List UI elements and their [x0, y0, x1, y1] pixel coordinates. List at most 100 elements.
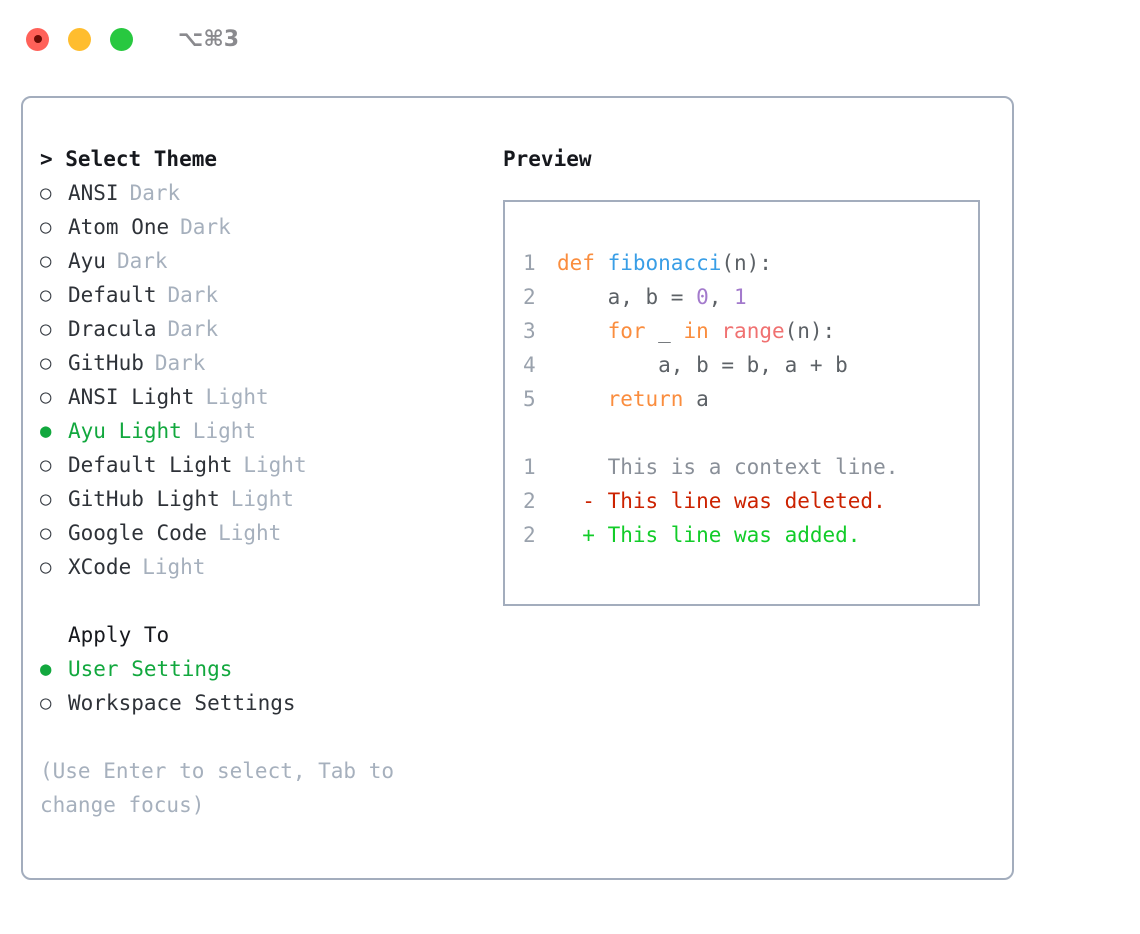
- theme-option-label: Ayu Light: [68, 419, 182, 443]
- apply-to-header: Apply To: [68, 623, 170, 647]
- code-preview-panel: 1 def fibonacci(n): 2 a, b = 0, 1 3 for _ i…: [503, 200, 980, 606]
- code-token: return: [607, 387, 684, 411]
- radio-unselected-icon: ○: [40, 352, 52, 374]
- theme-option-github-light[interactable]: ○ GitHub Light Light: [40, 482, 493, 516]
- minimize-button[interactable]: [68, 27, 91, 51]
- theme-variant-badge: Dark: [129, 181, 181, 205]
- code-token: ,: [708, 285, 735, 309]
- code-token: 1: [734, 285, 747, 309]
- apply-to-option-user-settings[interactable]: ● User Settings: [40, 652, 493, 686]
- code-token: range: [721, 319, 785, 343]
- code-text: a, b = b, a + b: [557, 348, 848, 382]
- close-button[interactable]: [26, 27, 49, 51]
- radio-unselected-icon: ○: [40, 250, 52, 272]
- radio-selected-icon: ●: [40, 420, 52, 442]
- code-token: a: [683, 387, 709, 411]
- theme-option-ayu-light[interactable]: ● Ayu Light Light: [40, 414, 493, 448]
- diff-line-add: 2 + This line was added.: [523, 518, 978, 552]
- radio-unselected-icon: ○: [40, 454, 52, 476]
- theme-option-ansi[interactable]: ○ ANSI Dark: [40, 176, 493, 210]
- code-token: [557, 387, 608, 411]
- radio-unselected-icon: ○: [40, 522, 52, 544]
- radio-unselected-icon: ○: [40, 556, 52, 578]
- theme-option-label: XCode: [68, 555, 132, 579]
- theme-option-label: Ayu: [68, 249, 106, 273]
- preview-title: Preview: [503, 147, 592, 171]
- theme-variant-badge: Light: [230, 487, 294, 511]
- theme-option-label: Default Light: [68, 453, 233, 477]
- theme-variant-badge: Dark: [167, 317, 219, 341]
- theme-variant-badge: Light: [218, 521, 282, 545]
- code-text: a, b = 0, 1: [557, 280, 747, 314]
- theme-variant-badge: Dark: [116, 249, 168, 273]
- code-token: fibonacci: [607, 251, 722, 275]
- theme-option-atom-one[interactable]: ○ Atom One Dark: [40, 210, 493, 244]
- radio-selected-icon: ●: [40, 658, 52, 680]
- code-text: def fibonacci(n):: [557, 246, 772, 280]
- radio-unselected-icon: ○: [40, 386, 52, 408]
- diff-block: 1 This is a context line.2 - This line w…: [523, 450, 978, 552]
- theme-variant-badge: Dark: [180, 215, 231, 239]
- recording-dot-icon: [33, 35, 42, 43]
- code-token: [557, 319, 608, 343]
- code-line: 1 def fibonacci(n):: [523, 246, 978, 280]
- code-line: 5 return a: [523, 382, 978, 416]
- title-bar: ⌥⌘3: [0, 0, 1140, 78]
- line-number: 2: [523, 489, 536, 513]
- theme-option-label: ANSI Light: [68, 385, 195, 409]
- maximize-button[interactable]: [110, 27, 133, 51]
- diff-text: - This line was deleted.: [557, 489, 886, 513]
- apply-to-option-workspace-settings[interactable]: ○ Workspace Settings: [40, 686, 493, 720]
- line-number: 1: [523, 251, 536, 275]
- theme-option-google-code[interactable]: ○ Google Code Light: [40, 516, 493, 550]
- spacer: [523, 416, 978, 450]
- preview-pane: Preview 1 def fibonacci(n): 2 a, b = 0, 1 3…: [493, 142, 1012, 878]
- theme-variant-badge: Light: [205, 385, 269, 409]
- spacer: [40, 584, 493, 618]
- theme-variant-badge: Light: [243, 453, 307, 477]
- apply-to-option-label: Workspace Settings: [68, 691, 296, 715]
- theme-option-default-light[interactable]: ○ Default Light Light: [40, 448, 493, 482]
- code-token: in: [683, 319, 709, 343]
- radio-unselected-icon: ○: [40, 692, 52, 714]
- theme-variant-badge: Dark: [167, 283, 219, 307]
- window-controls: [26, 27, 133, 51]
- theme-variant-badge: Light: [192, 419, 257, 443]
- keyboard-hint-text: (Use Enter to select, Tab to change focu…: [40, 759, 395, 817]
- radio-unselected-icon: ○: [40, 182, 52, 204]
- theme-option-label: Atom One: [68, 215, 170, 239]
- code-token: a, b =: [557, 285, 697, 309]
- apply-to-option-list: ● User Settings ○ Workspace Settings: [40, 652, 493, 720]
- radio-unselected-icon: ○: [40, 488, 52, 510]
- code-text: return a: [557, 382, 709, 416]
- theme-option-label: Google Code: [68, 521, 208, 545]
- code-text: for _ in range(n):: [557, 314, 836, 348]
- theme-option-label: GitHub: [68, 351, 144, 375]
- code-line: 4 a, b = b, a + b: [523, 348, 978, 382]
- code-token: _: [645, 319, 684, 343]
- theme-option-ansi-light[interactable]: ○ ANSI Light Light: [40, 380, 493, 414]
- diff-line-del: 2 - This line was deleted.: [523, 484, 978, 518]
- line-number: 2: [523, 285, 536, 309]
- keyboard-shortcut-label: ⌥⌘3: [178, 26, 240, 52]
- radio-unselected-icon: ○: [40, 216, 52, 238]
- code-token: 0: [696, 285, 709, 309]
- line-number: 4: [523, 353, 536, 377]
- theme-option-ayu[interactable]: ○ Ayu Dark: [40, 244, 493, 278]
- theme-option-label: GitHub Light: [68, 487, 220, 511]
- apply-to-option-label: User Settings: [68, 657, 233, 681]
- theme-option-label: ANSI: [68, 181, 119, 205]
- code-token: [709, 319, 722, 343]
- line-number: 3: [523, 319, 536, 343]
- diff-line-ctx: 1 This is a context line.: [523, 450, 978, 484]
- theme-option-label: Dracula: [68, 317, 157, 341]
- line-number: 1: [523, 455, 536, 479]
